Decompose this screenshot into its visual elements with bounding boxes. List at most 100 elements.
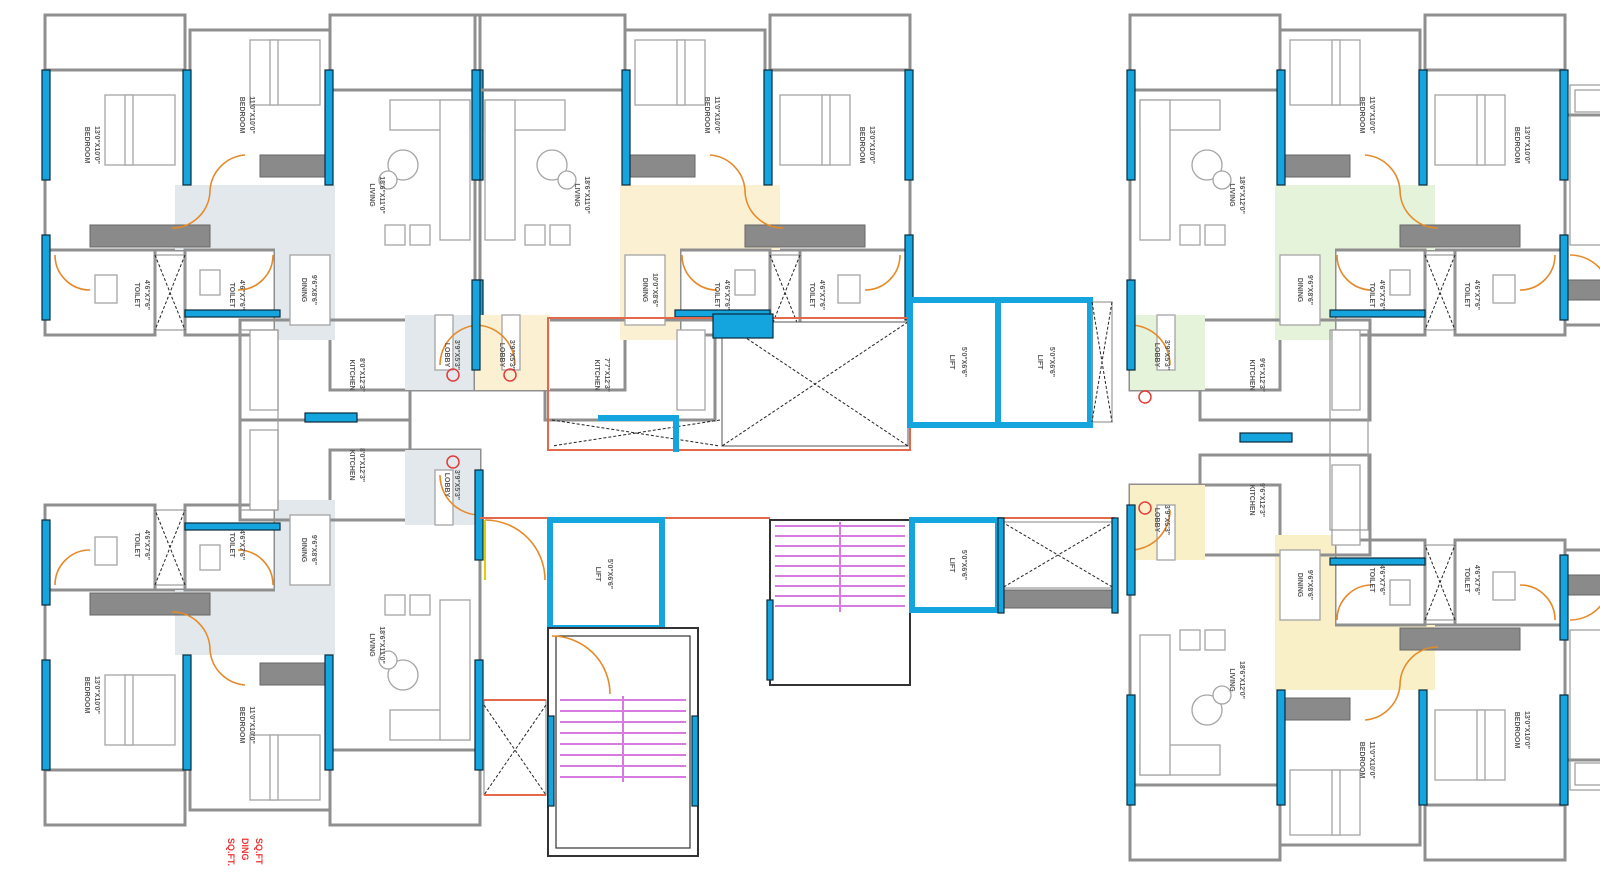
ottoman (549, 224, 571, 246)
sofa (484, 99, 516, 241)
room-dim-label: 4'6"X7'6" (1473, 565, 1480, 595)
room-name-label: LIVING (1228, 183, 1235, 207)
room-name-label: TOILET (1463, 568, 1470, 593)
footnote-line: SQ.FT. (226, 838, 236, 866)
room-name-label: LIVING (368, 633, 375, 657)
room-dim-label: 9'6"X12'3" (1258, 483, 1265, 517)
balcony (328, 748, 482, 827)
window (182, 654, 192, 771)
room-dim-label: 4'6"X7'6" (1473, 280, 1480, 310)
window (1559, 234, 1569, 321)
window (41, 234, 51, 321)
wardrobe (1279, 154, 1351, 178)
room-toilet (1569, 629, 1600, 791)
room-name-label: BEDROOM (83, 127, 90, 164)
room-dim-label: 18'6"X12'0" (1238, 176, 1245, 214)
room-name-label: KITCHEN (1248, 484, 1255, 515)
wardrobe (89, 224, 211, 248)
wardrobe (1279, 697, 1351, 721)
duct-shaft (1424, 544, 1456, 621)
window (621, 69, 631, 186)
window (41, 659, 51, 771)
wardrobe (259, 154, 331, 178)
wc (1492, 571, 1516, 601)
door-swing (1336, 584, 1373, 621)
sofa (1139, 634, 1171, 776)
room-name-label: TOILET (1463, 283, 1470, 308)
window (1559, 69, 1569, 181)
room-dim-label: 4'6"X7'6" (238, 280, 245, 310)
window (474, 659, 484, 771)
bed-headboard (821, 94, 831, 166)
duct-shaft (154, 509, 186, 586)
room-name-label: TOILET (1368, 568, 1375, 593)
door-swing (1129, 324, 1171, 366)
wc (199, 269, 221, 296)
blue-beam (1239, 432, 1293, 443)
window (474, 469, 484, 561)
room-dim-label: 3'9"X5'3" (1163, 340, 1170, 370)
lift-lower-left: LIFT 5'0"X6'6" (547, 517, 665, 631)
room-dim-label: 18'6"X11'0" (378, 626, 385, 664)
window (1329, 309, 1426, 318)
sofa (1139, 99, 1171, 241)
ottoman (1179, 629, 1201, 651)
duct-shaft (154, 254, 186, 331)
room-name-label: LOBBY (443, 473, 450, 498)
door-swing (1364, 154, 1401, 191)
bed (1289, 769, 1361, 836)
dining-table (1279, 254, 1321, 326)
room-dim-label: 18'6"X12'0" (1238, 661, 1245, 699)
blue-wall-l (598, 415, 679, 452)
window (1418, 689, 1428, 806)
room-name-label: BEDROOM (858, 127, 865, 164)
door-swing (864, 254, 901, 291)
window (1329, 557, 1426, 566)
room-name-label: BEDROOM (1358, 742, 1365, 779)
wardrobe (744, 224, 866, 248)
room-dim-label: 9'6"X8'6" (310, 275, 317, 305)
door-swing (54, 549, 91, 586)
balcony (473, 13, 627, 92)
window (324, 69, 334, 186)
ottoman (524, 224, 546, 246)
kitchen-counter (249, 429, 279, 511)
lift-dim: 5'0"X6'6" (1048, 347, 1055, 377)
door-swing (709, 154, 746, 191)
cabinet (501, 314, 521, 371)
room-dim-label: 3'9"X5'3" (1163, 505, 1170, 535)
room-name-label: BEDROOM (238, 707, 245, 744)
dining-table (289, 254, 331, 326)
lift-cluster-upper: LIFT 5'0"X6'6" LIFT 5'0"X6'6" (907, 297, 1113, 428)
window (41, 69, 51, 181)
window (1126, 69, 1136, 181)
bed-headboard (124, 94, 134, 166)
window (324, 654, 334, 771)
bed-headboard (1331, 39, 1341, 106)
duct-shaft (1424, 254, 1456, 331)
room-dim-label: 8'0"X12'3" (358, 448, 365, 482)
wc (94, 536, 118, 566)
room-name-label: TOILET (133, 283, 140, 308)
room-name-label: KITCHEN (593, 359, 600, 390)
room-name-label: TOILET (713, 283, 720, 308)
room-name-label: BEDROOM (703, 97, 710, 134)
wc (199, 544, 221, 571)
window (41, 519, 51, 606)
blue-beam (304, 412, 358, 423)
room-name-label: TOILET (228, 283, 235, 308)
room-name-label: BEDROOM (238, 97, 245, 134)
room-name-label: TOILET (1368, 283, 1375, 308)
room-name-label: TOILET (228, 533, 235, 558)
room-dim-label: 4'6"X7'6" (238, 530, 245, 560)
room-dim-label: 4'6"X7'6" (1378, 565, 1385, 595)
bed (1289, 39, 1361, 106)
shaft-cross (154, 254, 186, 331)
window (1126, 504, 1136, 596)
kitchen-counter (1331, 329, 1361, 411)
door-swing (681, 254, 718, 291)
unit-bottom-right (1126, 453, 1600, 862)
door-swing (744, 189, 784, 229)
room-dim-label: 11'0"X10'0" (713, 96, 720, 134)
